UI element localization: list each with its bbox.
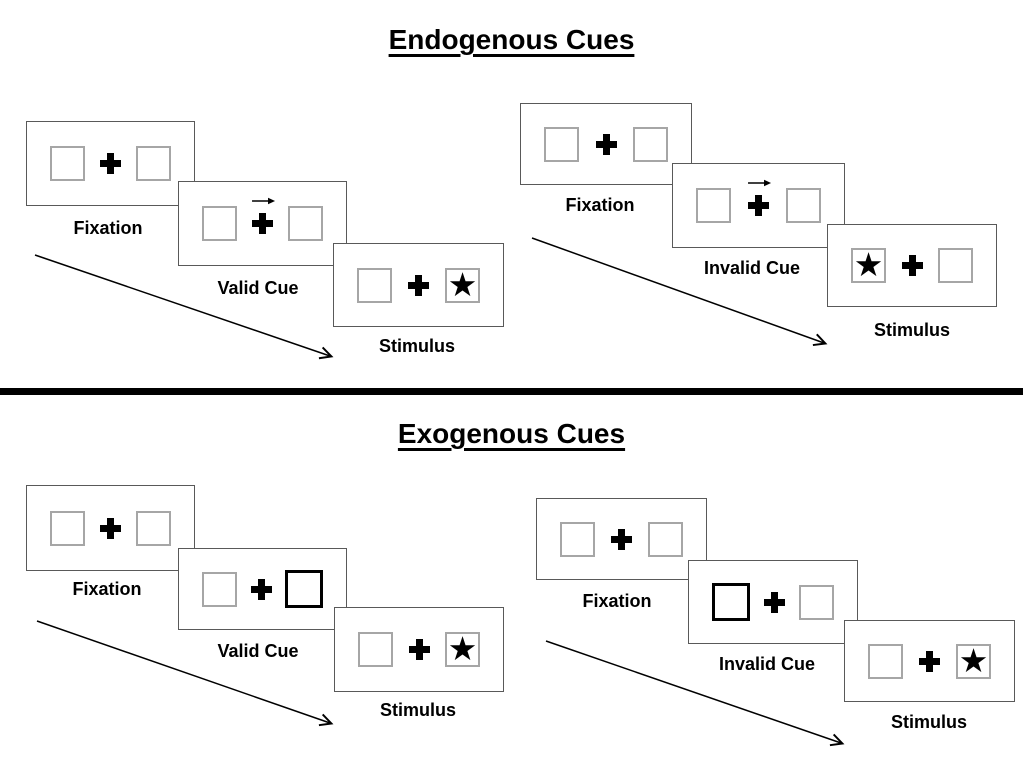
placeholder-square-right	[799, 584, 834, 620]
panel-fixation	[26, 121, 195, 206]
timeline-arrow	[36, 620, 334, 727]
placeholder-square-left	[868, 643, 903, 679]
panel-label: Stimulus	[873, 320, 950, 340]
target-star-icon: ★	[447, 264, 478, 304]
placeholder-square-left	[544, 126, 579, 162]
panel-label: Valid Cue	[217, 641, 299, 661]
fixation-cross-icon	[100, 153, 121, 174]
placeholder-square-left	[50, 510, 85, 546]
fixation-cross-icon	[250, 578, 272, 600]
panel-valid-cue	[178, 181, 347, 266]
placeholder-square-left	[50, 146, 85, 181]
panel-stimulus: ★	[333, 243, 504, 327]
placeholder-square-left	[358, 632, 393, 667]
bold-cue-square-left	[712, 583, 750, 621]
panel-label: Invalid Cue	[703, 258, 801, 278]
placeholder-square-left	[357, 267, 392, 303]
panel-stimulus: ★	[827, 224, 997, 307]
panel-stimulus: ★	[844, 620, 1015, 702]
placeholder-square-right	[288, 206, 323, 241]
target-star-icon: ★	[958, 640, 989, 680]
panel-label: Stimulus	[379, 700, 456, 720]
cue-arrow-icon	[251, 197, 275, 205]
panel-label: Fixation	[582, 591, 652, 611]
target-star-icon: ★	[447, 629, 478, 668]
section-title-exogenous: Exogenous Cues	[397, 418, 626, 449]
fixation-cross-icon	[919, 650, 940, 672]
fixation-cross-icon	[100, 517, 121, 539]
panel-invalid-cue	[672, 163, 845, 248]
placeholder-square-left	[560, 521, 595, 557]
placeholder-square-right	[633, 126, 668, 162]
target-square-right: ★	[445, 632, 480, 667]
panel-label: Fixation	[565, 195, 635, 215]
placeholder-square-right	[938, 248, 973, 283]
panel-stimulus: ★	[334, 607, 504, 692]
panel-fixation	[536, 498, 707, 580]
panel-invalid-cue	[688, 560, 858, 644]
panel-label: Valid Cue	[217, 278, 299, 298]
section-divider	[0, 388, 1023, 395]
timeline-arrow	[34, 254, 334, 360]
timeline-arrow	[531, 237, 828, 347]
panel-fixation	[26, 485, 195, 571]
fixation-cross-icon	[595, 133, 617, 155]
placeholder-square-right	[136, 510, 171, 546]
panel-label: Fixation	[72, 579, 142, 599]
fixation-cross-icon	[408, 274, 429, 296]
section-title-endogenous: Endogenous Cues	[388, 24, 635, 55]
timeline-arrow	[545, 640, 845, 747]
placeholder-square-left	[696, 188, 731, 223]
cue-cross-group	[251, 197, 275, 234]
cue-arrow-icon	[747, 179, 771, 187]
fixation-cross-icon	[611, 528, 632, 550]
panel-label: Invalid Cue	[718, 654, 816, 674]
fixation-cross-icon	[901, 255, 923, 276]
panel-label: Stimulus	[378, 336, 455, 356]
fixation-cross-icon	[764, 591, 785, 613]
fixation-cross-icon	[252, 213, 273, 234]
placeholder-square-left	[202, 206, 237, 241]
fixation-cross-icon	[748, 195, 769, 216]
placeholder-square-right	[136, 146, 171, 181]
placeholder-square-right	[786, 188, 821, 223]
target-square-left: ★	[851, 248, 886, 283]
target-square-right: ★	[445, 264, 480, 304]
panel-fixation	[520, 103, 692, 185]
target-star-icon: ★	[853, 245, 884, 284]
placeholder-square-left	[202, 571, 237, 607]
target-square-right: ★	[956, 640, 991, 680]
bold-cue-square-right	[285, 570, 323, 608]
cue-cross-group	[747, 179, 771, 216]
panel-label: Stimulus	[890, 712, 967, 732]
panel-label: Fixation	[73, 218, 143, 238]
panel-valid-cue	[178, 548, 347, 630]
placeholder-square-right	[648, 521, 683, 557]
fixation-cross-icon	[408, 639, 430, 660]
